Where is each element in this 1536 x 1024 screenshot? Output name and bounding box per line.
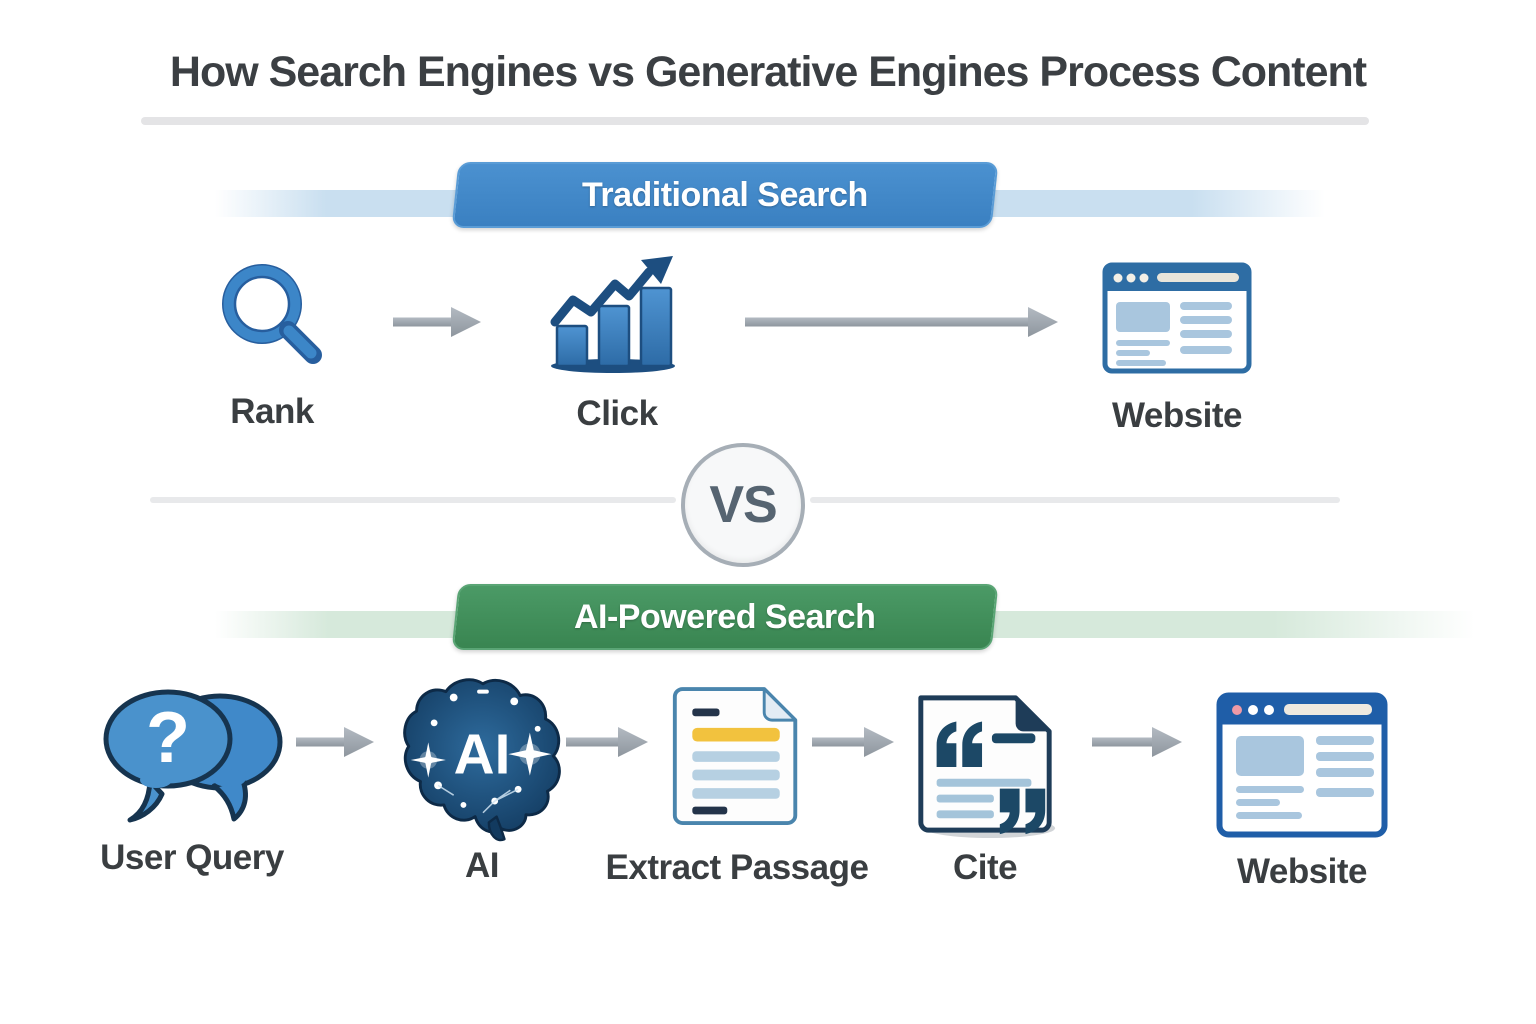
ai-brain-icon: AI [403, 678, 561, 842]
vs-divider-line-left [150, 497, 676, 503]
arrow-right-icon [1092, 727, 1182, 757]
step-ai: AI AI [392, 676, 572, 886]
ai-brain-text: AI [454, 724, 511, 787]
bar-chart-icon [550, 256, 675, 373]
arrow-right-icon [296, 727, 374, 757]
step-extract-passage: Extract Passage [597, 684, 877, 888]
step-label-website-ai: Website [1236, 852, 1368, 891]
title-divider [141, 117, 1369, 125]
ai-banner: AI-Powered Search [451, 584, 999, 650]
arrow-right-icon [812, 727, 894, 757]
arrow-right-icon [393, 307, 481, 337]
browser-window-icon [1216, 692, 1388, 838]
step-label-rank: Rank [230, 392, 314, 431]
step-label-ai: AI [465, 846, 500, 885]
chat-bubbles-icon: ? [103, 689, 283, 823]
step-user-query: ? User Query [72, 682, 312, 878]
traditional-banner-label: Traditional Search [582, 175, 868, 214]
magnifier-icon [222, 264, 322, 364]
step-label-click: Click [576, 394, 658, 433]
step-label-user-query: User Query [100, 838, 284, 877]
citation-icon [918, 695, 1056, 839]
page-title: How Search Engines vs Generative Engines… [169, 48, 1367, 96]
browser-window-icon [1102, 262, 1252, 374]
step-website-ai: Website [1182, 692, 1422, 892]
arrow-right-icon [745, 307, 1058, 337]
step-cite: Cite [885, 686, 1085, 888]
document-icon [672, 687, 798, 826]
vs-badge: VS [681, 443, 805, 567]
step-website-traditional: Website [1057, 262, 1297, 436]
vs-badge-label: VS [709, 476, 777, 534]
step-rank: Rank [172, 258, 372, 432]
vs-divider-line-right [810, 497, 1340, 503]
step-label-extract-passage: Extract Passage [605, 848, 869, 887]
svg-text:?: ? [146, 698, 190, 778]
step-label-website-traditional: Website [1111, 396, 1243, 435]
ai-banner-label: AI-Powered Search [574, 597, 876, 636]
arrow-right-icon [566, 727, 648, 757]
step-click: Click [517, 254, 717, 434]
step-label-cite: Cite [952, 848, 1018, 887]
traditional-banner: Traditional Search [451, 162, 999, 228]
